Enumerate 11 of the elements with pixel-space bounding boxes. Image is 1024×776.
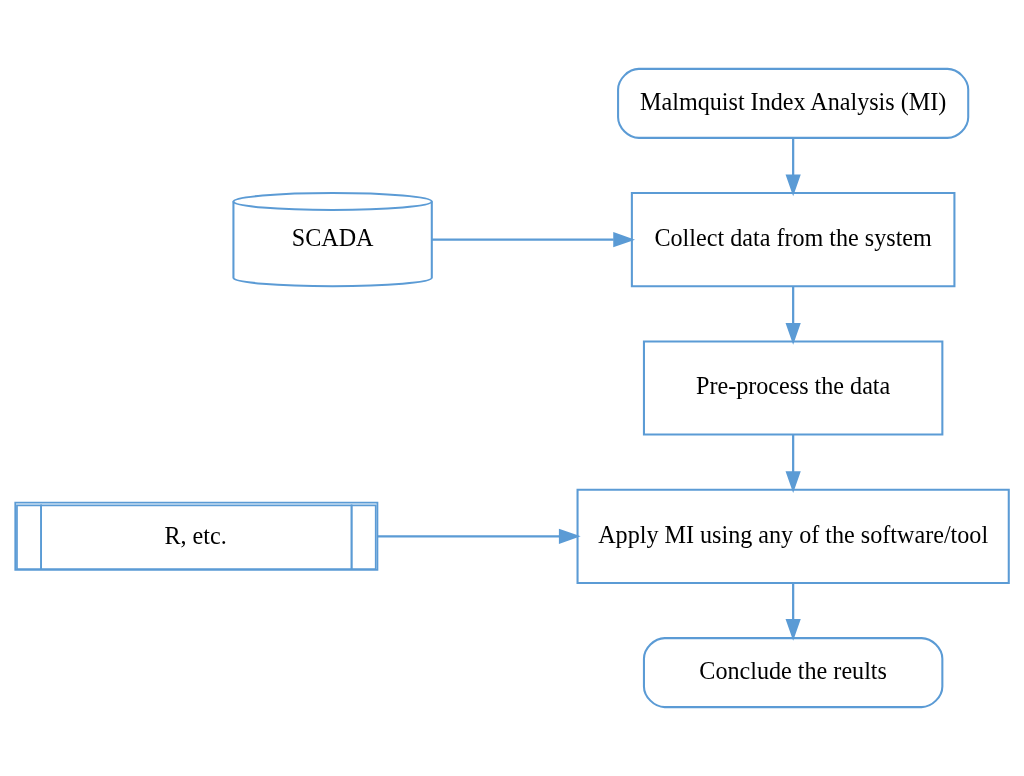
- arrow: [785, 434, 801, 493]
- node-box: Conclude the reults: [642, 637, 944, 709]
- node-box: Collect data from the system: [630, 192, 956, 288]
- arrow: [432, 232, 635, 248]
- node-box: Pre-process the data: [642, 340, 944, 436]
- arrow: [785, 286, 801, 345]
- arrow: [377, 528, 581, 544]
- node-box: Apply MI using any of the software/tool: [576, 488, 1010, 584]
- node-box: Malmquist Index Analysis (MI): [617, 67, 970, 139]
- arrow: [785, 583, 801, 641]
- arrow: [785, 137, 801, 197]
